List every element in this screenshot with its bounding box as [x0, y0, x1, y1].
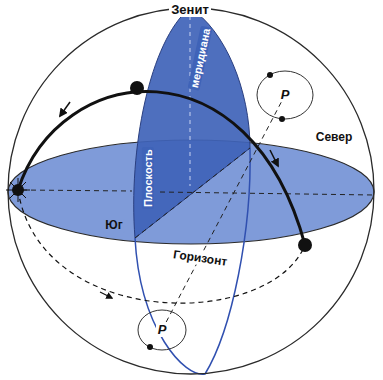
- sun: [298, 238, 312, 252]
- sun-path-night: [18, 190, 305, 303]
- pole-label: P: [156, 323, 169, 337]
- star: [279, 116, 285, 122]
- south-label: Юг: [103, 219, 124, 232]
- plane-label: Плоскость: [142, 147, 154, 209]
- pole-circle: [138, 310, 186, 350]
- pole-label: P: [279, 88, 292, 102]
- pole-circle: [257, 71, 313, 119]
- star: [267, 72, 273, 78]
- world-axis: [162, 95, 285, 330]
- horizon-diameter: [22, 190, 374, 195]
- path-arrow: [100, 292, 112, 298]
- sun: [130, 81, 144, 95]
- noon-line: [135, 148, 250, 238]
- star: [147, 344, 153, 350]
- zenith-label: Зенит: [169, 3, 211, 17]
- sun: [6, 178, 30, 202]
- meridian-line: [135, 148, 250, 374]
- path-arrow: [270, 150, 278, 166]
- sun-path-day: [18, 92, 305, 245]
- north-label: Север: [314, 131, 355, 144]
- horizon-label: Горизонт: [170, 248, 230, 269]
- sphere-outline: [8, 8, 374, 374]
- path-arrow: [60, 102, 70, 116]
